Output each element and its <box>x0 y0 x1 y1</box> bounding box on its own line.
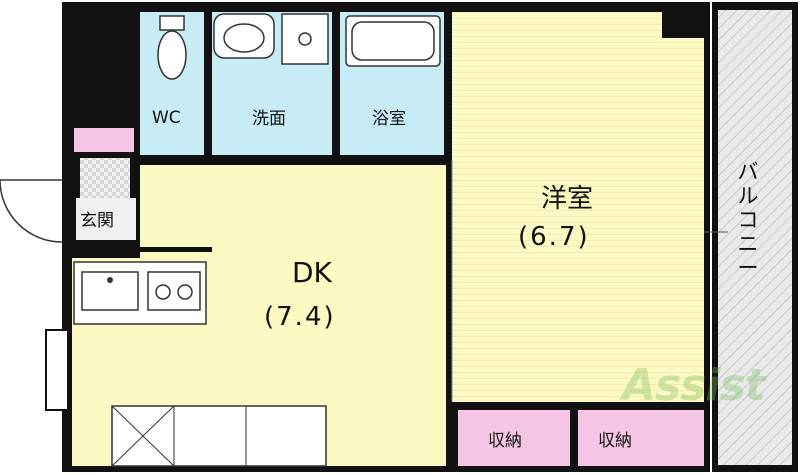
shuno-1-label: 収納 <box>488 431 522 451</box>
balcony-label: バルコニー <box>737 160 759 280</box>
genkan-shoebox <box>74 128 134 152</box>
washer-pan-icon <box>281 13 329 65</box>
bathtub-icon <box>345 15 441 67</box>
shuno-2-label: 収納 <box>598 431 632 451</box>
shuno-closet-2 <box>578 410 704 466</box>
dk-storage <box>111 405 327 467</box>
dk-room-upper <box>140 165 446 247</box>
genkan-label-area <box>76 198 136 240</box>
youshitsu-room <box>452 12 704 402</box>
genkan-floor <box>80 158 130 198</box>
youshitsu-label: 洋室 <box>541 184 594 214</box>
toilet-icon <box>157 30 187 80</box>
shuno-closet-1 <box>458 410 570 466</box>
balcony-floor <box>718 10 792 465</box>
youshitsu-area: (6.7) <box>518 222 590 252</box>
dk-label: DK <box>292 256 332 289</box>
yokushitsu-label: 浴室 <box>372 109 406 129</box>
dk-area: (7.4) <box>264 302 336 332</box>
genkan-label: 玄関 <box>80 211 114 231</box>
assist-watermark: Assist <box>622 360 766 411</box>
entry-door-icon <box>0 179 63 243</box>
wc-label: WC <box>152 108 181 128</box>
senmen-label: 洗面 <box>252 109 286 129</box>
